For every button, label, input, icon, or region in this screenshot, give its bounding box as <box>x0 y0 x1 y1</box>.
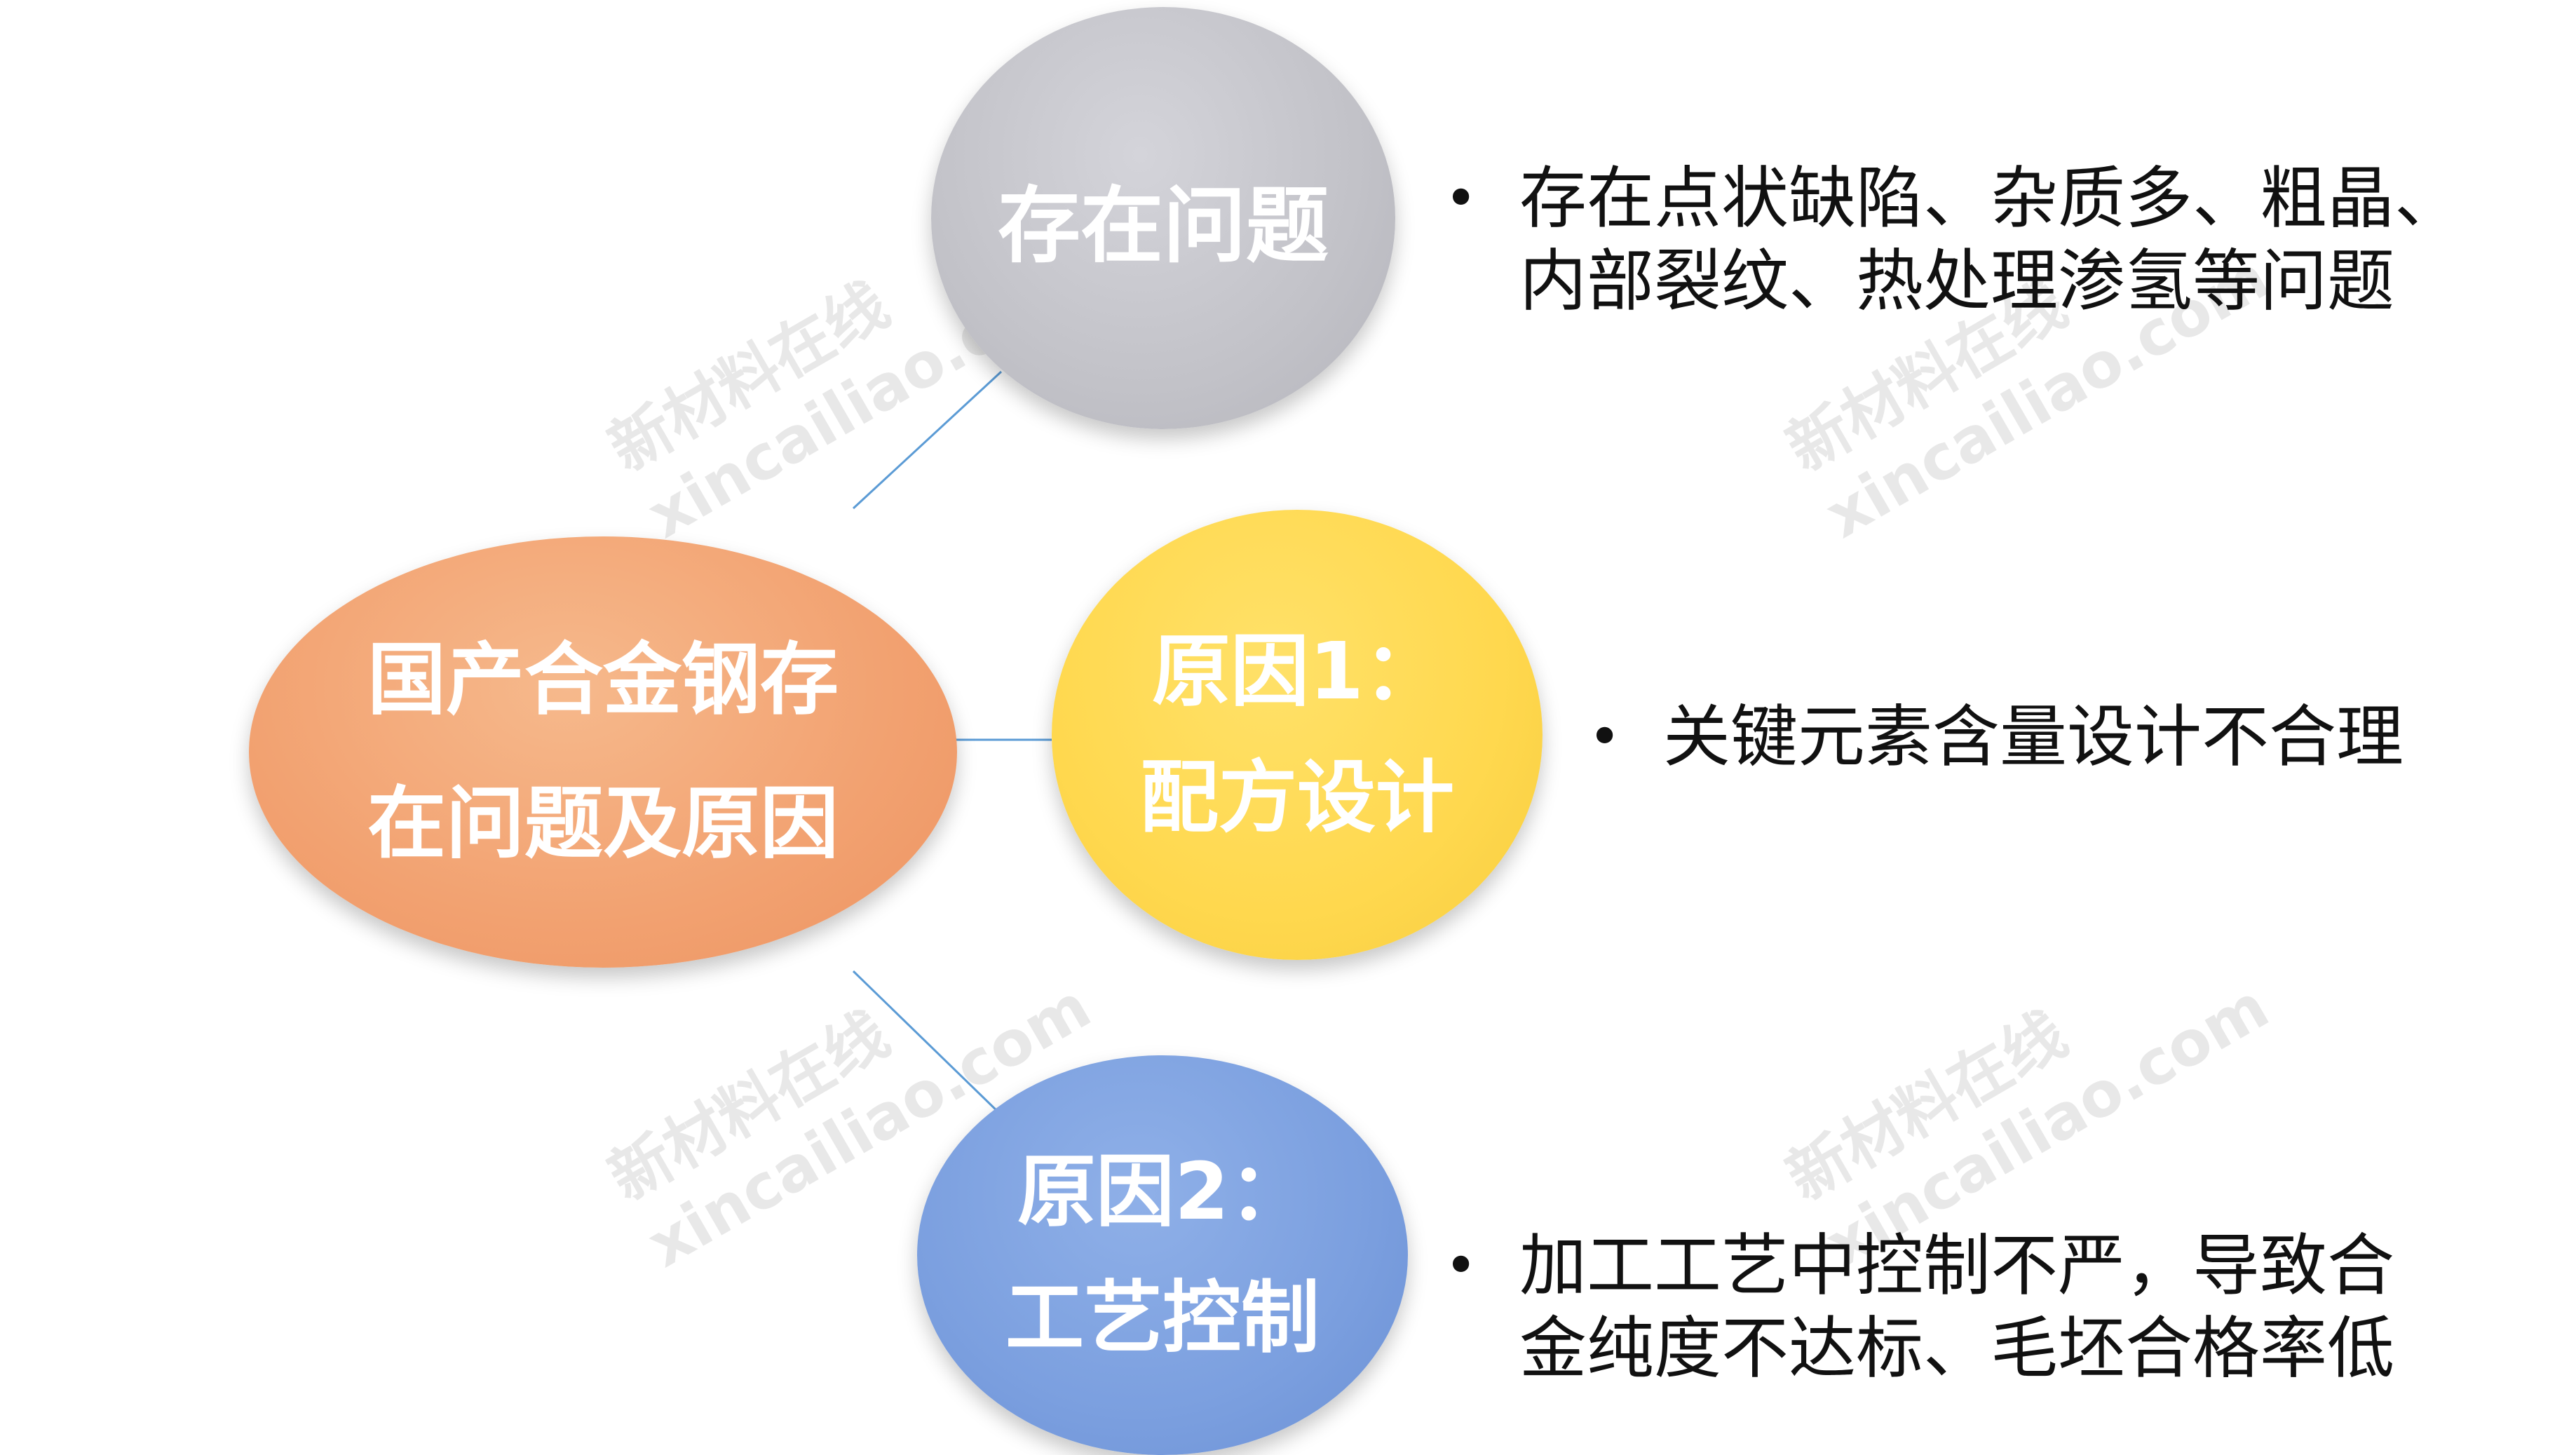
cause2-node-line-1: 原因2： <box>1017 1146 1308 1238</box>
problem-node: 存在问题 <box>931 7 1395 429</box>
bullet-icon: • <box>1444 165 1478 231</box>
bullet-icon: • <box>1588 704 1622 769</box>
center-node-line-1: 国产合金钢存 <box>367 634 839 726</box>
cause1-node-line-1: 原因1： <box>1152 626 1442 717</box>
cause1-node-line-2: 配方设计 <box>1140 752 1454 844</box>
cause2-node-line-2: 工艺控制 <box>1005 1273 1320 1364</box>
problem-description-line-1: 存在点状缺陷、杂质多、粗晶、 <box>1519 159 2462 238</box>
problem-description-line-2: 内部裂纹、热处理渗氢等问题 <box>1519 242 2394 320</box>
center-node-line-2: 在问题及原因 <box>367 778 839 869</box>
problem-description: • 存在点状缺陷、杂质多、粗晶、 内部裂纹、热处理渗氢等问题 <box>1444 157 2462 323</box>
connector-center-cause2 <box>852 970 1003 1116</box>
cause1-node: 原因1： 配方设计 <box>1052 510 1543 960</box>
cause2-node: 原因2： 工艺控制 <box>917 1055 1408 1455</box>
problem-node-label: 存在问题 <box>997 177 1329 274</box>
cause2-description-line-1: 加工工艺中控制不严，导致合 <box>1519 1226 2394 1305</box>
connector-center-problem <box>852 370 1003 510</box>
cause2-description-line-2: 金纯度不达标、毛坯合格率低 <box>1519 1309 2394 1388</box>
cause2-description: • 加工工艺中控制不严，导致合 金纯度不达标、毛坯合格率低 <box>1444 1224 2394 1390</box>
cause1-description-line-1: 关键元素含量设计不合理 <box>1663 698 2404 776</box>
cause1-description: • 关键元素含量设计不合理 <box>1588 696 2404 778</box>
center-node: 国产合金钢存 在问题及原因 <box>249 536 957 968</box>
bullet-icon: • <box>1444 1233 1478 1298</box>
